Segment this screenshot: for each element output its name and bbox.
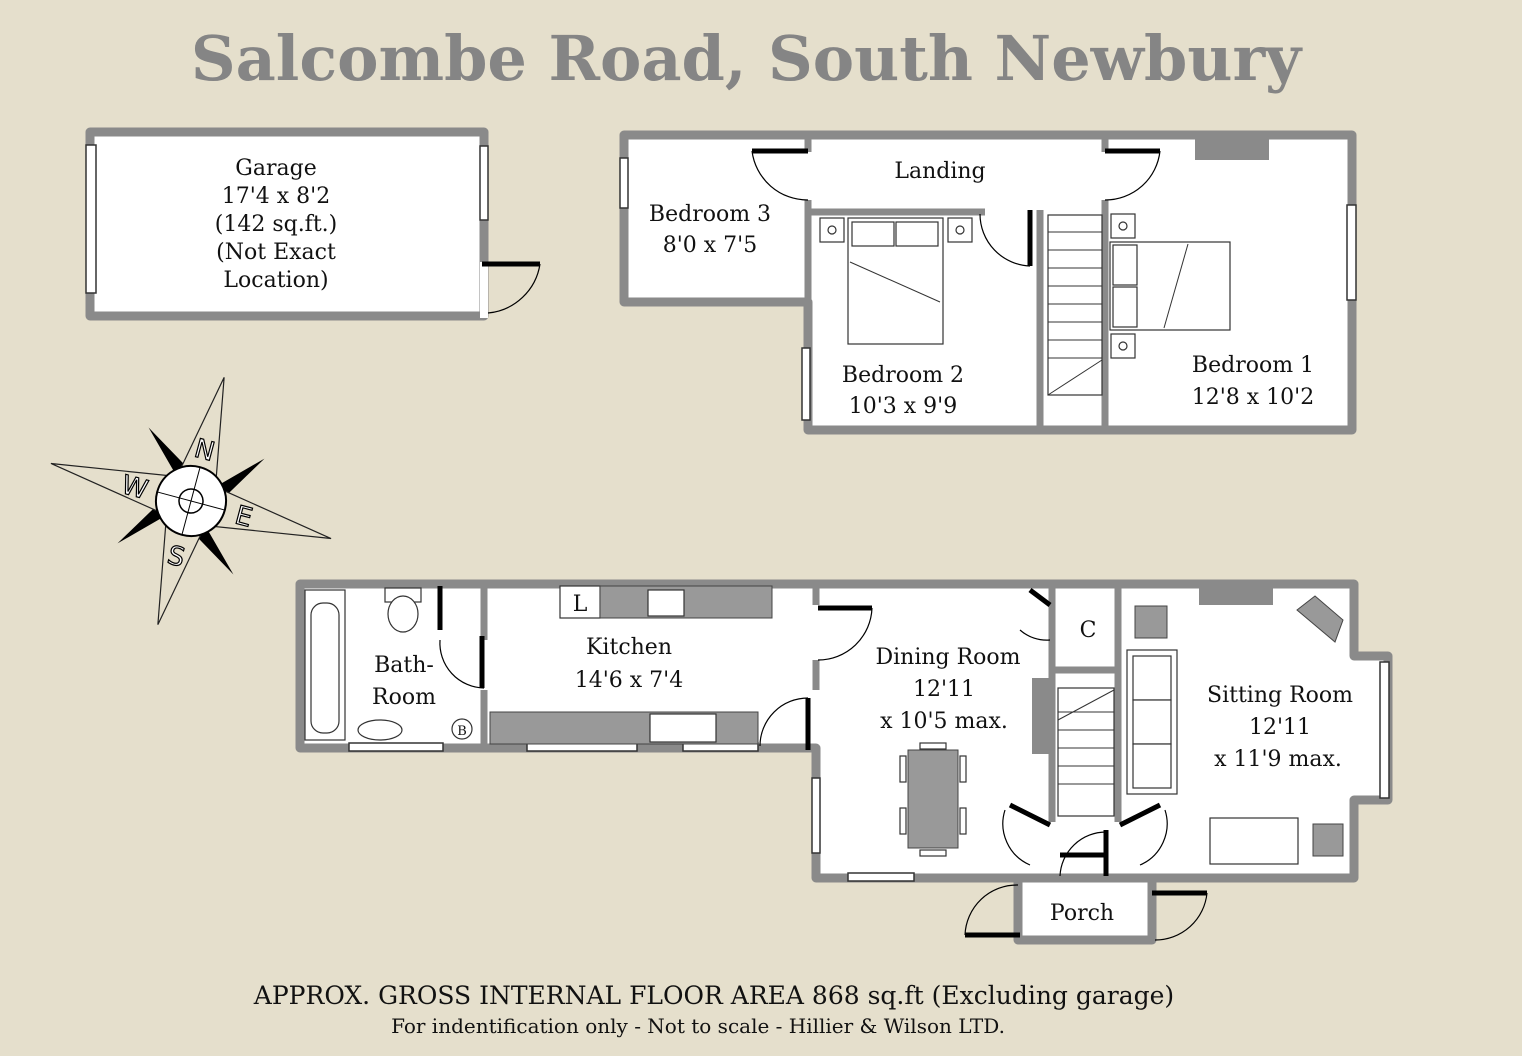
kitchen-size: 14'6 x 7'4 (575, 668, 683, 693)
garage-area: (142 sq.ft.) (215, 212, 338, 237)
window (619, 157, 629, 209)
double-bed (1109, 213, 1231, 359)
window (801, 347, 811, 421)
dining-room-label: Dining Room (875, 645, 1020, 670)
garage-label: Garage (235, 156, 316, 181)
side-table (1134, 605, 1168, 639)
sitting-room-label: Sitting Room (1207, 683, 1353, 708)
sofa (1126, 649, 1178, 795)
side-table (1312, 823, 1344, 857)
window (811, 777, 821, 854)
larder (559, 585, 601, 619)
worktop (599, 585, 773, 619)
bedroom1-label: Bedroom 1 (1192, 353, 1314, 378)
dining-table (899, 742, 967, 857)
cupboard-label: C (1080, 618, 1097, 643)
boiler-label: B (457, 724, 467, 739)
boiler (451, 718, 473, 740)
armchair (1209, 817, 1299, 865)
dining-room-size: 12'11 (913, 677, 975, 702)
first-floor: Landing Bedroom 3 8'0 x 7'5 Bedroom 2 10… (619, 130, 1357, 435)
garage-window (85, 144, 97, 294)
larder-label: L (573, 592, 588, 617)
sitting-room-size: 12'11 (1249, 715, 1311, 740)
hob (647, 589, 685, 617)
bedroom1-size: 12'8 x 10'2 (1192, 385, 1314, 410)
window (348, 742, 444, 752)
window (1346, 204, 1357, 301)
compass-north: N (191, 434, 218, 468)
basin (357, 719, 403, 741)
compass-rose: N S E W (50, 377, 332, 625)
disclaimer: For indentification only - Not to scale … (391, 1014, 1005, 1038)
dining-room-size: x 10'5 max. (880, 709, 1008, 734)
bedroom3-size: 8'0 x 7'5 (663, 233, 757, 258)
window (847, 872, 915, 882)
garage-note: Location) (223, 268, 328, 293)
page-title: Salcombe Road, South Newbury (191, 22, 1303, 95)
porch-label: Porch (1050, 901, 1114, 926)
garage-window (479, 145, 489, 221)
bathroom-label: Room (372, 685, 436, 710)
garage-note: (Not Exact (216, 240, 336, 265)
bay-window (1379, 661, 1390, 799)
kitchen-label: Kitchen (586, 635, 672, 660)
toilet (384, 587, 422, 633)
staircase-lower (1057, 687, 1115, 817)
double-bed (819, 217, 973, 345)
sink (649, 713, 717, 743)
sitting-room-size: x 11'9 max. (1214, 747, 1342, 772)
garage: Garage 17'4 x 8'2 (142 sq.ft.) (Not Exac… (85, 127, 541, 321)
worktop (489, 711, 759, 745)
landing-label: Landing (894, 159, 985, 184)
ground-floor: B L Bath- Room Kitc (295, 579, 1393, 945)
fireplace (1296, 595, 1344, 643)
floor-area-note: APPROX. GROSS INTERNAL FLOOR AREA 868 sq… (253, 981, 1174, 1010)
bedroom2-label: Bedroom 2 (842, 363, 964, 388)
bedroom3-label: Bedroom 3 (649, 202, 771, 227)
garage-size: 17'4 x 8'2 (222, 184, 330, 209)
staircase-upper (1047, 214, 1103, 396)
bathtub (304, 589, 346, 741)
bathroom-label: Bath- (374, 653, 434, 678)
bedroom2-size: 10'3 x 9'9 (849, 394, 957, 419)
